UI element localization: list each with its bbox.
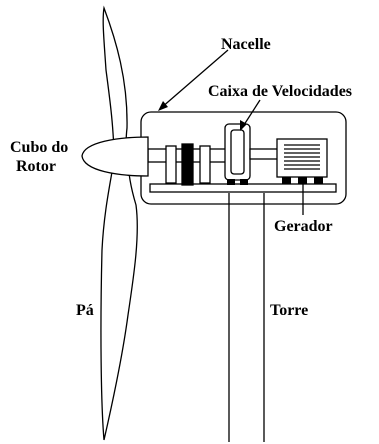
hub-label-line2: Rotor [16,158,56,175]
gearbox-foot-left [227,179,235,185]
gearbox-label: Caixa de Velocidades [208,83,353,100]
generator-label: Gerador [274,218,333,235]
rotor-blade [100,5,138,441]
generator-foot-right [314,177,323,184]
bearing-left [165,145,177,184]
rotor-hub [81,136,149,177]
tower-label: Torre [270,302,309,319]
generator-cooling-fins [284,144,320,170]
generator-foot-left [282,177,291,184]
blade-label: Pá [76,302,94,319]
gearbox-inner [230,129,245,175]
nacelle-label: Nacelle [221,36,271,53]
nacelle-arrowhead [158,101,168,111]
gearbox-arrowhead [240,120,247,131]
gearbox-foot-right [240,179,248,185]
base-platform [149,183,337,193]
generator-foot-mid [298,177,307,184]
nacelle-leader [160,49,229,109]
hub-label-line1: Cubo do [10,139,69,156]
high-speed-shaft [249,148,279,160]
gearbox-body [224,123,251,181]
brake-disc [181,143,194,186]
bearing-right [199,145,211,184]
